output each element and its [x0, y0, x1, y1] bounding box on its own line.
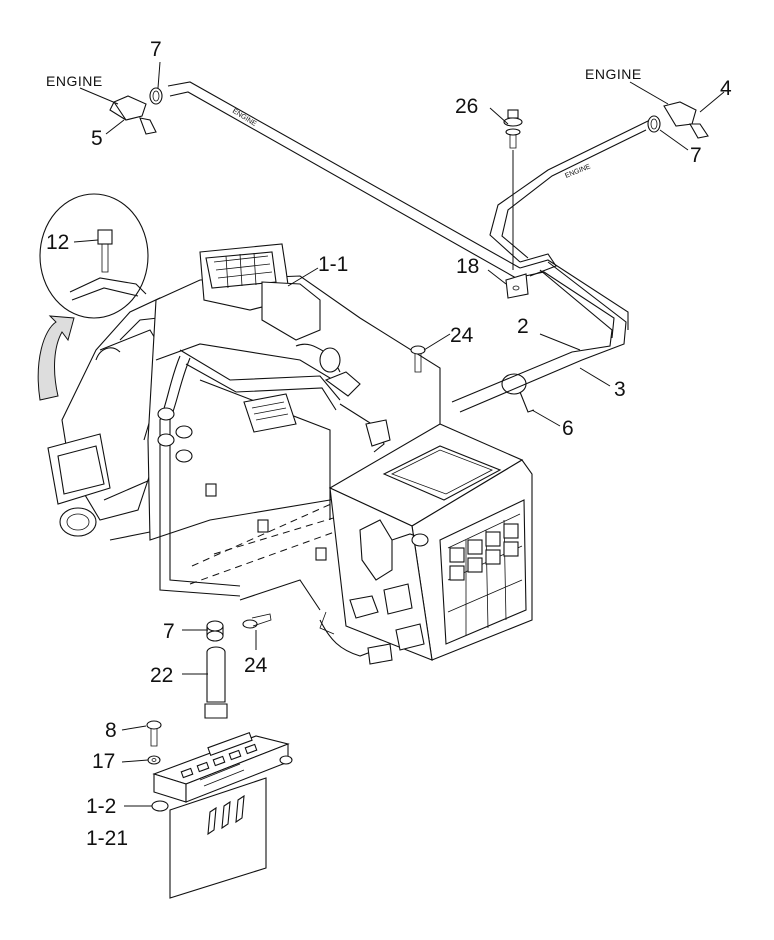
callout-7-right: 7 — [690, 144, 702, 167]
control-panel — [151, 732, 293, 899]
callout-7-bottom: 7 — [163, 620, 175, 643]
callout-labels: ENGINE ENGINE 7 5 4 7 26 12 1-1 18 2 24 … — [46, 38, 732, 850]
callout-1-2: 1-2 — [86, 795, 116, 818]
heater-hose-right: ENGINE — [451, 119, 651, 413]
callout-6: 6 — [562, 417, 574, 440]
drain-hose-22 — [204, 646, 228, 719]
band-clamp-6 — [501, 373, 535, 413]
callout-1-1: 1-1 — [318, 253, 348, 276]
callout-18: 18 — [456, 255, 479, 278]
screw-8 — [146, 720, 162, 747]
hose-clamp-18 — [505, 253, 557, 299]
callout-12: 12 — [46, 231, 69, 254]
drain-cap-7 — [206, 620, 224, 642]
callout-17: 17 — [92, 750, 115, 773]
detail-arrow — [37, 315, 75, 401]
callout-2: 2 — [517, 315, 529, 338]
detail-circle — [39, 193, 149, 319]
callout-22: 22 — [150, 664, 173, 687]
leader-lines — [73, 61, 725, 807]
engine-label-right: ENGINE — [585, 66, 642, 82]
callout-3: 3 — [614, 378, 626, 401]
callout-8: 8 — [105, 719, 117, 742]
washer-17 — [147, 755, 161, 765]
engine-label-left: ENGINE — [46, 73, 103, 89]
screw-24-top — [410, 345, 426, 373]
engine-valve-right — [647, 101, 709, 139]
hose-marking-right: ENGINE — [564, 163, 592, 180]
callout-1-21: 1-21 — [86, 827, 128, 850]
screw-24-bottom — [242, 613, 272, 629]
bolt-26 — [503, 109, 523, 270]
callout-4: 4 — [720, 77, 732, 100]
callout-5: 5 — [91, 127, 103, 150]
engine-valve-left — [109, 87, 163, 135]
callout-26: 26 — [455, 95, 478, 118]
callout-24-top: 24 — [450, 324, 474, 347]
callout-7-top: 7 — [150, 38, 162, 61]
heater-box — [319, 423, 533, 665]
callout-24-bottom: 24 — [244, 654, 268, 677]
